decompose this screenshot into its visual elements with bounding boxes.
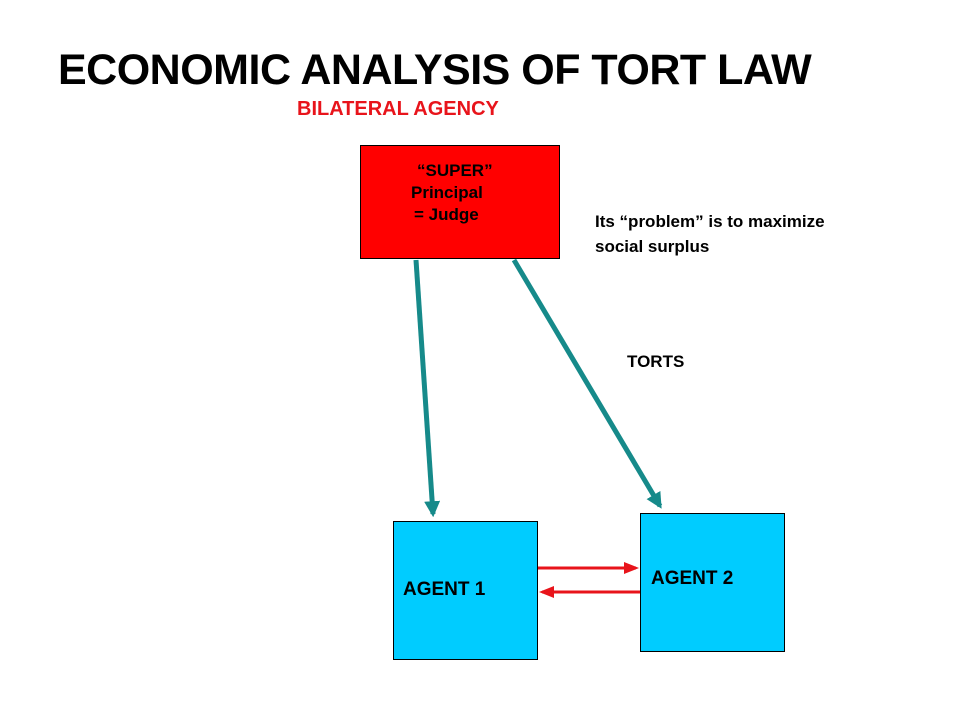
principal-line-principal: Principal [411,183,483,202]
objective-note-line-2: social surplus [595,237,710,256]
agent-1-label: AGENT 1 [403,579,486,600]
principal-text: “SUPER” Principal = Judge [361,160,559,226]
arrow-judge-to-agent2 [511,258,663,509]
slide-title: ECONOMIC ANALYSIS OF TORT LAW [58,46,812,94]
torts-label: TORTS [627,352,685,371]
agent-2-label: AGENT 2 [651,568,734,589]
super-principal-box: “SUPER” Principal = Judge [360,145,560,259]
slide-subtitle: BILATERAL AGENCY [297,98,499,120]
agent-1-box: AGENT 1 [393,521,538,660]
principal-line-super: “SUPER” [417,161,493,180]
objective-note-line-1: Its “problem” is to maximize [595,212,825,231]
objective-note: Its “problem” is to maximize social surp… [595,209,825,259]
principal-line-judge: = Judge [414,205,479,224]
arrow-judge-to-agent1 [413,259,441,518]
agent-2-box: AGENT 2 [640,513,785,652]
